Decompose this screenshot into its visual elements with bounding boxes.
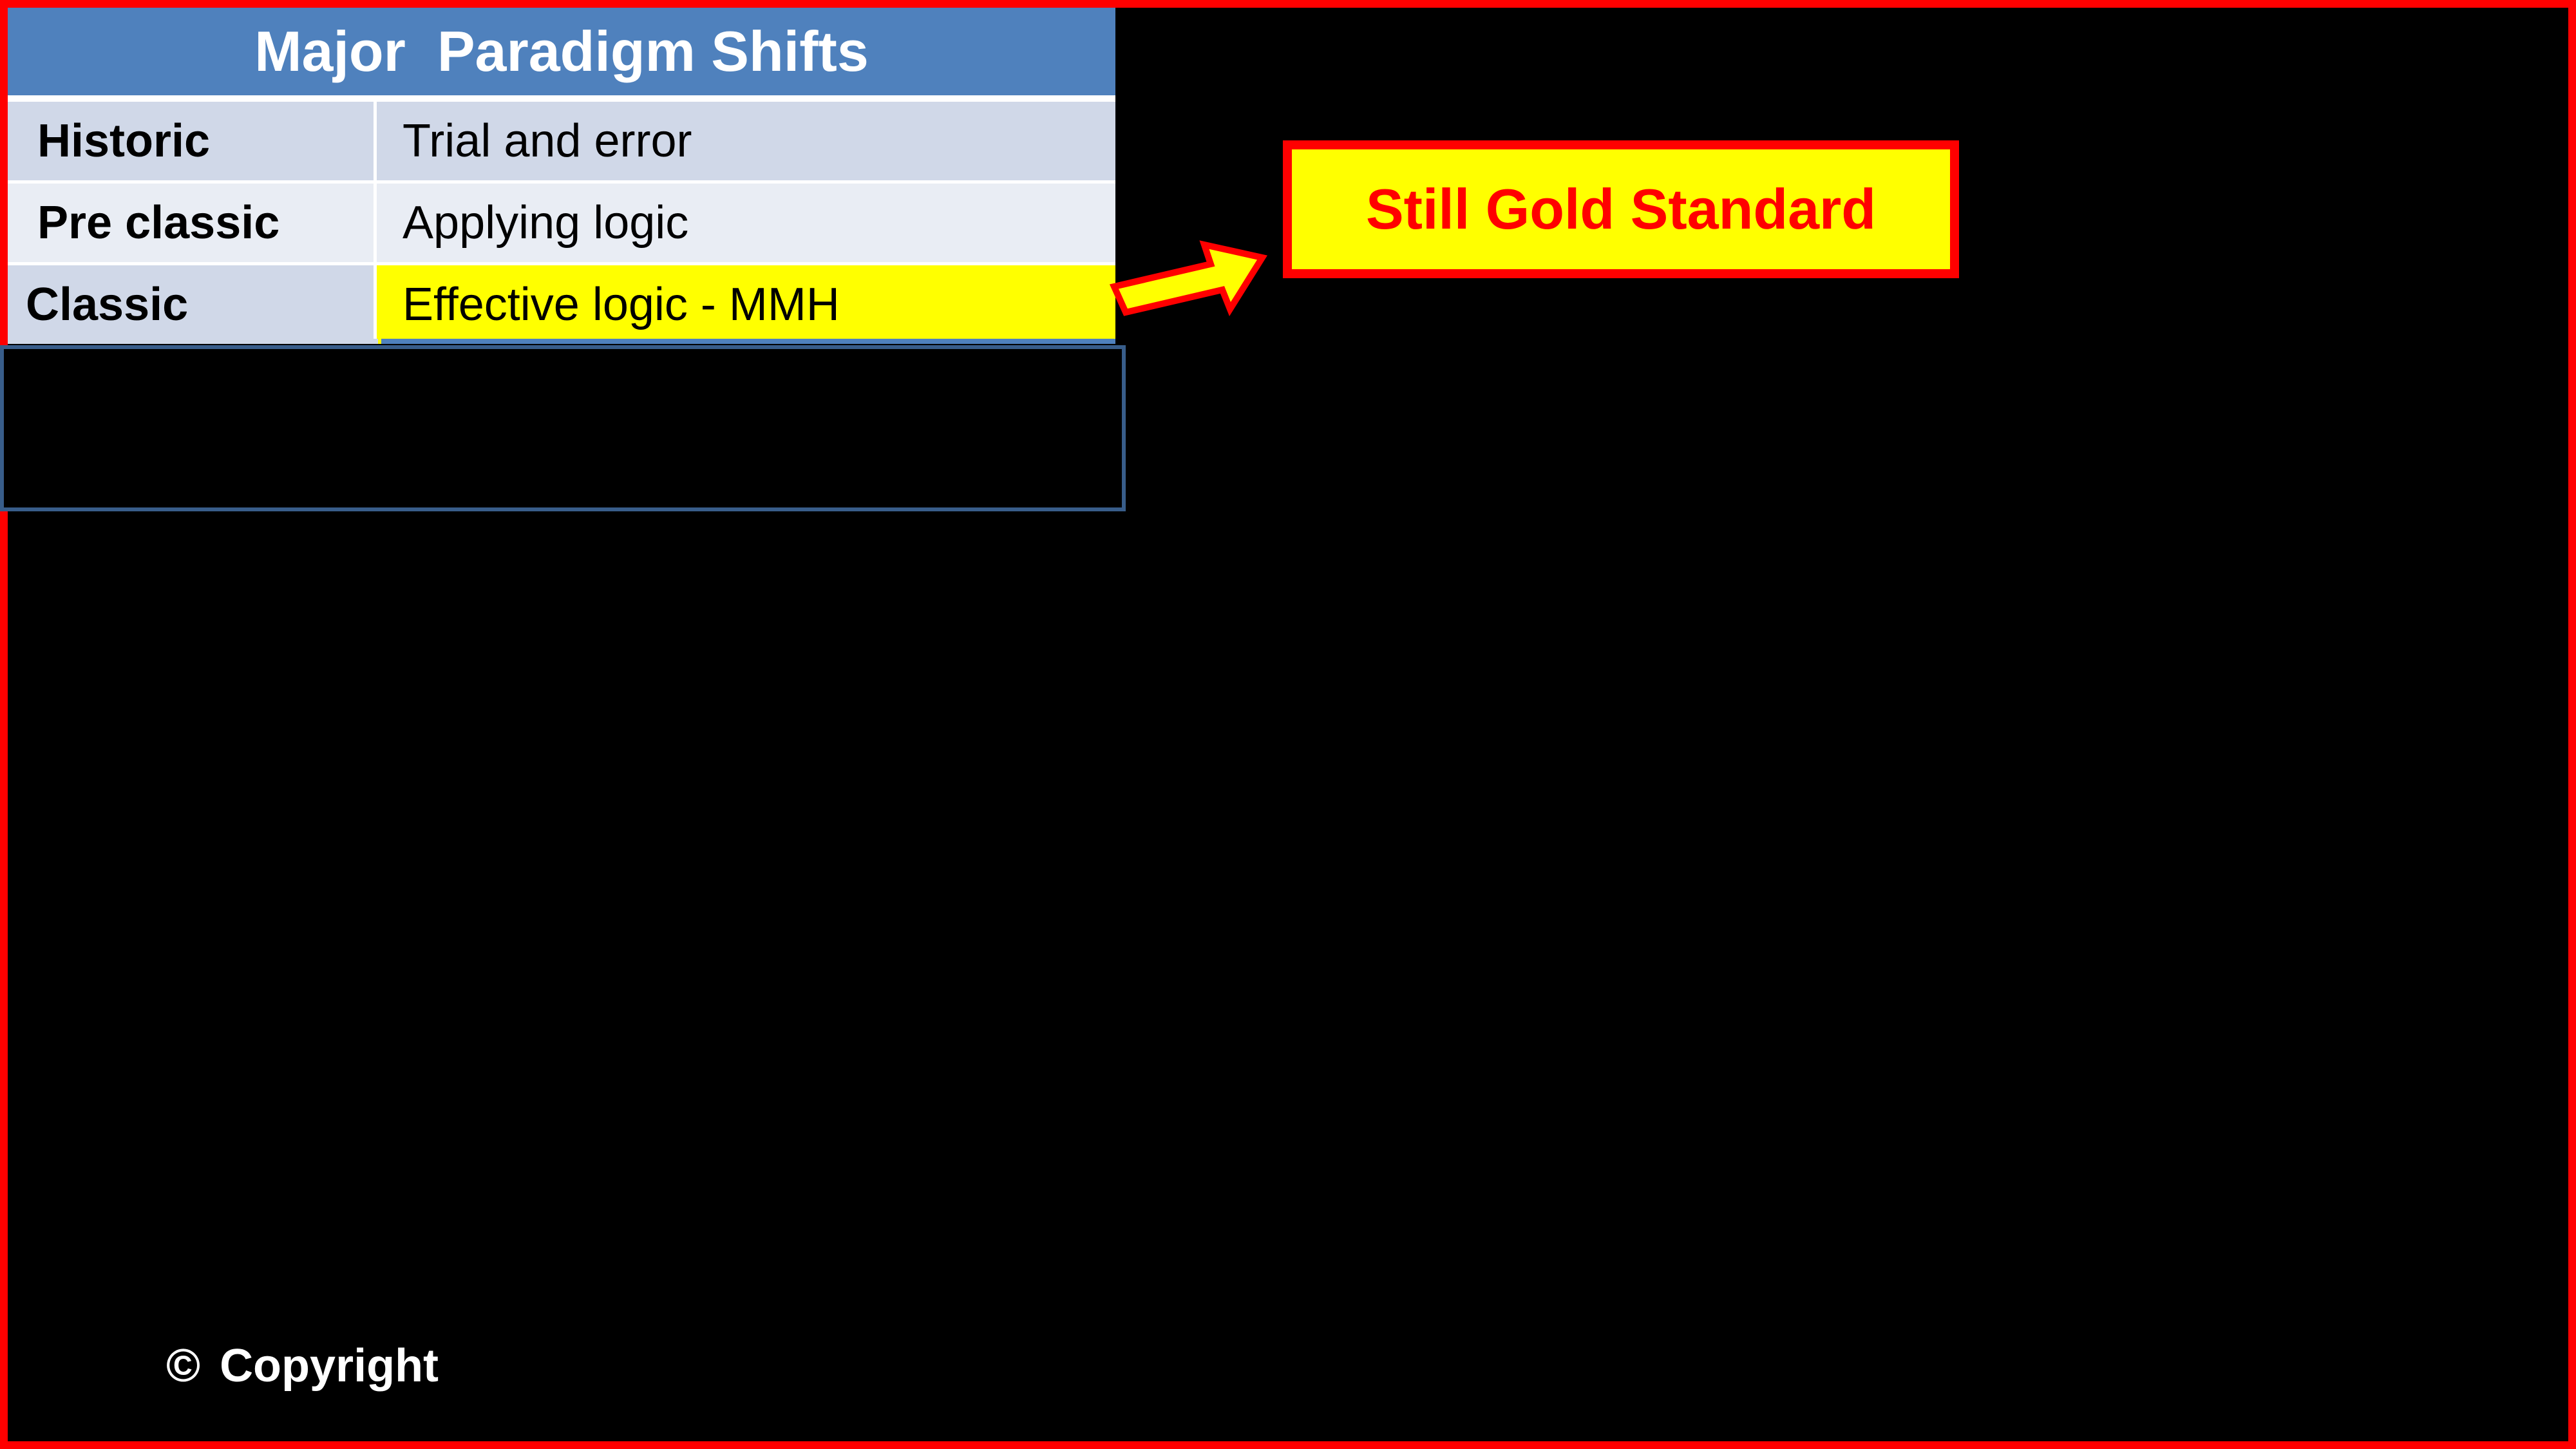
row-value: Trial and error <box>377 102 1115 180</box>
table-row-classic: Classic Effective logic - MMH <box>8 265 1115 344</box>
table-row-historic: Historic Trial and error <box>8 102 1115 184</box>
row-label: Historic <box>8 102 377 180</box>
copyright-notice: © Copyright <box>166 1340 439 1392</box>
right-arrow-icon <box>1109 240 1267 317</box>
table-row-pre-classic: Pre classic Applying logic <box>8 184 1115 265</box>
empty-outlined-box <box>0 345 1126 511</box>
row-value-highlighted: Effective logic - MMH <box>377 265 1115 344</box>
copyright-icon: © <box>166 1340 201 1392</box>
table-title: Major Paradigm Shifts <box>8 8 1115 102</box>
table-bottom-strip <box>8 339 378 344</box>
paradigm-shifts-table: Major Paradigm Shifts Historic Trial and… <box>8 8 1115 344</box>
row-label: Pre classic <box>8 184 377 262</box>
table-bottom-strip-blue <box>381 339 1115 344</box>
copyright-text: Copyright <box>220 1340 439 1392</box>
row-label: Classic <box>8 265 377 344</box>
callout-text: Still Gold Standard <box>1365 177 1877 241</box>
row-value: Applying logic <box>377 184 1115 262</box>
gold-standard-callout: Still Gold Standard <box>1283 140 1959 278</box>
